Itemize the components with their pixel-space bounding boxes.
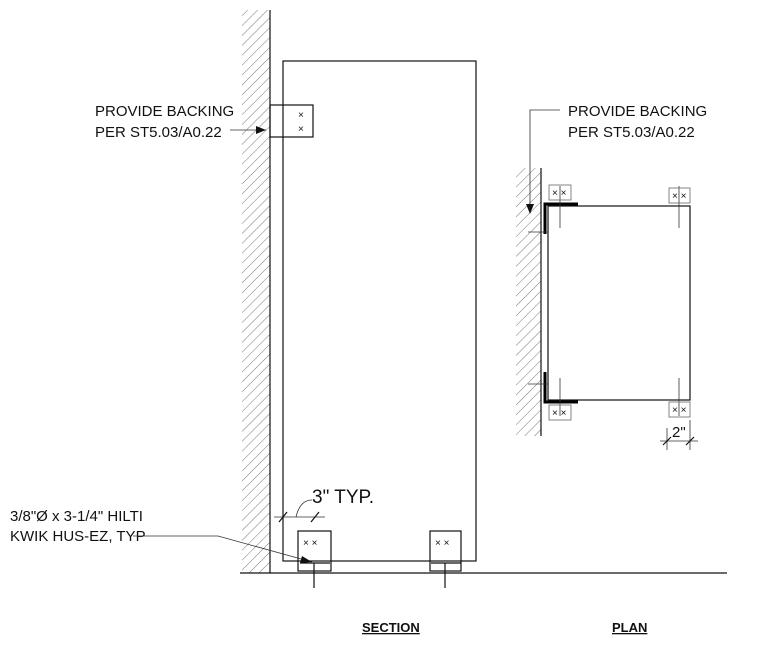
plan-bracket-top	[543, 202, 578, 234]
plan-bolt-box-bottom-right	[668, 401, 691, 418]
section-backing-note-line1: PROVIDE BACKING	[95, 103, 234, 120]
plan-dim-tick-right	[685, 436, 695, 446]
plan-bolt-box-bottom-right-mark: × ×	[672, 405, 687, 416]
plan-title: PLAN	[612, 620, 647, 635]
section-backing-bolt-top: ×	[298, 110, 304, 121]
section-cabinet	[282, 60, 477, 562]
plan-bolt-box-bottom-left-mark: × ×	[552, 408, 567, 419]
plan-view: × × × × × × × × PROVIDE BACKING PER ST5.…	[516, 103, 707, 635]
section-dim-label: 3" TYP.	[312, 487, 374, 508]
section-title: SECTION	[362, 620, 420, 635]
plan-bracket-bottom	[543, 372, 578, 404]
section-backing-arrow	[256, 126, 266, 134]
section-dim-leader	[295, 499, 313, 518]
plan-dim-label: 2"	[672, 424, 686, 441]
anchor-note-leader	[133, 535, 313, 563]
anchor-note-line2: KWIK HUS-EZ, TYP	[10, 528, 146, 545]
plan-backing-note-line2: PER ST5.03/A0.22	[568, 124, 695, 141]
plan-backing-note-line1: PROVIDE BACKING	[568, 103, 707, 120]
plan-bolt-box-bottom-left	[548, 404, 572, 421]
section-backing-note-line2: PER ST5.03/A0.22	[95, 124, 222, 141]
anchor-note-line1: 3/8"Ø x 3-1/4" HILTI	[10, 508, 143, 525]
plan-bolt-box-top-right-mark: × ×	[672, 191, 687, 202]
plan-dim-tick-left	[662, 436, 672, 446]
section-dim-tick-left	[278, 511, 288, 523]
plan-wall-hatch	[516, 168, 541, 436]
section-backing-box	[269, 104, 314, 138]
plan-bolt-box-top-left-mark: × ×	[552, 188, 567, 199]
anchor-note-arrow	[300, 556, 312, 563]
section-bottom-bracket-left-bolts: × ×	[303, 538, 318, 549]
section-bottom-bracket-right-bolts: × ×	[435, 538, 450, 549]
section-dim-tick-right	[310, 511, 320, 523]
section-backing-bolt-bottom: ×	[298, 124, 304, 135]
section-wall-hatch	[242, 10, 270, 573]
plan-cabinet	[547, 205, 691, 401]
section-view: × × PROVIDE BACKING PER ST5.03/A0.22 × ×…	[10, 10, 727, 635]
plan-bolt-box-top-right	[668, 187, 691, 204]
plan-backing-arrow	[526, 204, 534, 214]
plan-bolt-box-top-left	[548, 184, 572, 201]
plan-backing-leader	[529, 109, 560, 208]
